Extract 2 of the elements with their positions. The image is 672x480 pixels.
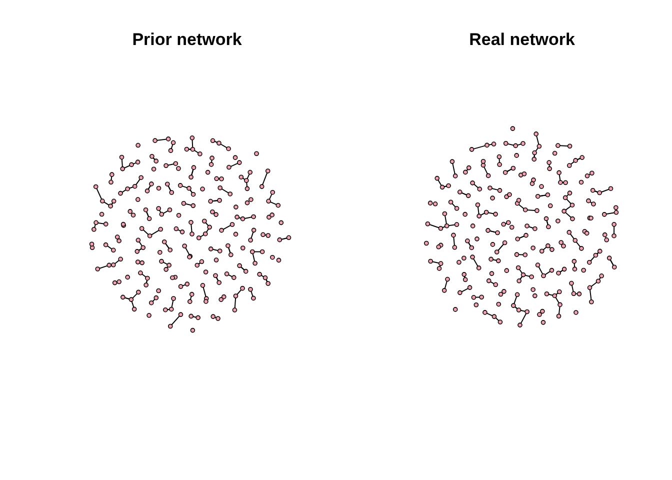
panel-title: Real network [469, 30, 575, 50]
panel-title: Prior network [132, 30, 242, 50]
